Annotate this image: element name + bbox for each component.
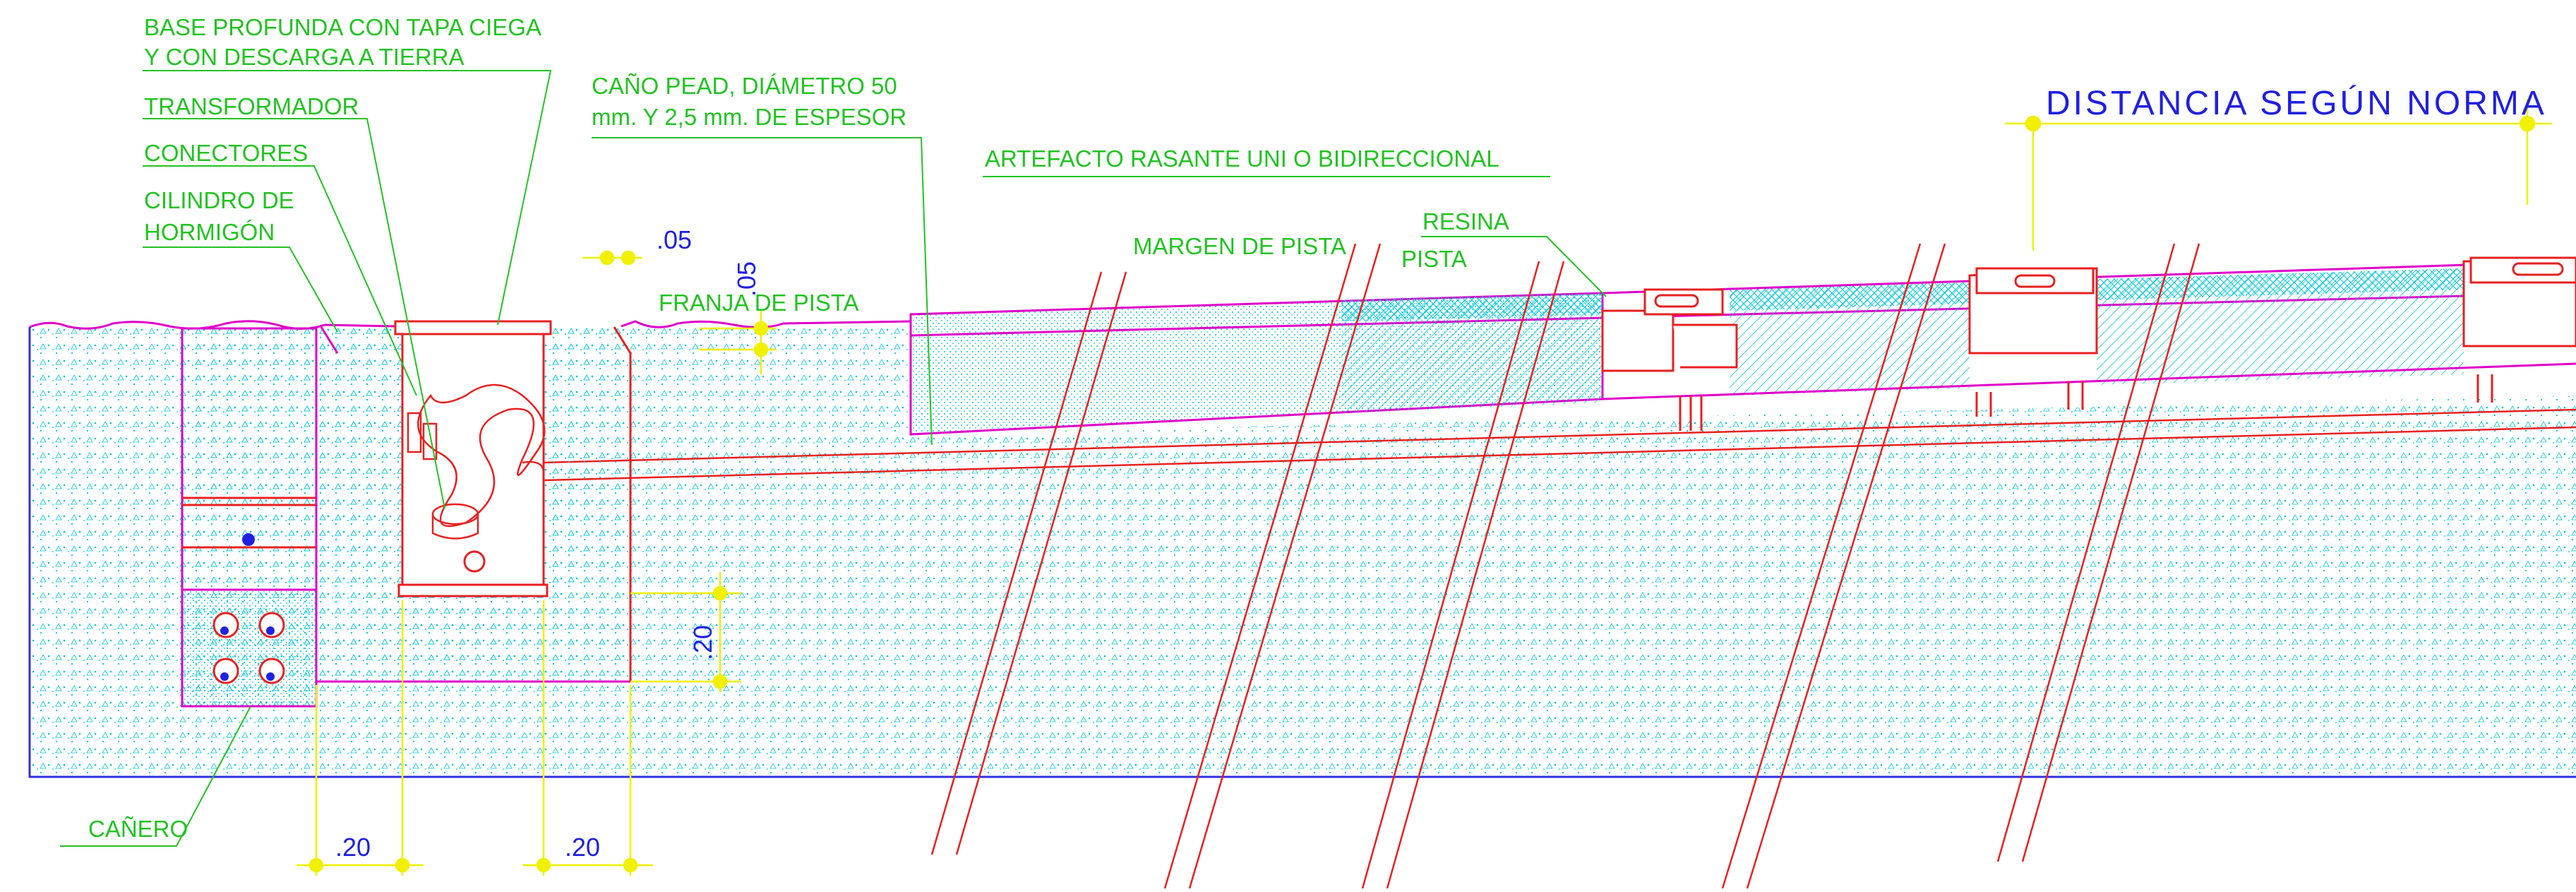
label-cilindro-line2: HORMIGÓN [144, 219, 275, 245]
canero-duct-bank [181, 327, 318, 708]
leader-lines [60, 70, 1607, 847]
label-cano-line1: CAÑO PEAD, DIÁMETRO 50 [592, 73, 897, 99]
label-cilindro-line1: CILINDRO DE [144, 187, 294, 213]
flush-light-fixture-2 [1968, 267, 2098, 417]
flush-light-fixture-3 [2462, 256, 2576, 403]
dim-05-vertical: .05 [732, 261, 761, 297]
pead-pipe [543, 408, 2576, 482]
dim-distancia-segun-norma: DISTANCIA SEGÚN NORMA [2046, 84, 2547, 122]
dim-20-vertical: .20 [688, 625, 717, 660]
label-cano-line2: mm. Y 2,5 mm. DE ESPESOR [592, 104, 906, 130]
label-franja: FRANJA DE PISTA [659, 290, 859, 316]
ground-section [28, 320, 2576, 778]
deep-base-with-blind-cover [394, 320, 552, 597]
dim-05-horizontal: .05 [657, 225, 692, 254]
dim-20-right: .20 [565, 833, 600, 862]
flush-light-fixture-1 [1601, 288, 1738, 431]
label-base-line1: BASE PROFUNDA CON TAPA CIEGA [144, 14, 541, 40]
label-pista: PISTA [1401, 246, 1467, 272]
label-resina: RESINA [1422, 208, 1509, 234]
label-conectores: CONECTORES [144, 140, 308, 166]
dim-20-left: .20 [335, 833, 371, 862]
label-transformador: TRANSFORMADOR [144, 93, 359, 119]
label-margen: MARGEN DE PISTA [1133, 233, 1346, 259]
break-lines [930, 243, 2200, 889]
dimension-lines [296, 99, 2552, 876]
label-canero: CAÑERO [88, 816, 188, 842]
runway-pavement [909, 260, 2576, 436]
label-artefacto: ARTEFACTO RASANTE UNI O BIDIRECCIONAL [985, 145, 1499, 172]
label-base-line2: Y CON DESCARGA A TIERRA [144, 44, 465, 70]
